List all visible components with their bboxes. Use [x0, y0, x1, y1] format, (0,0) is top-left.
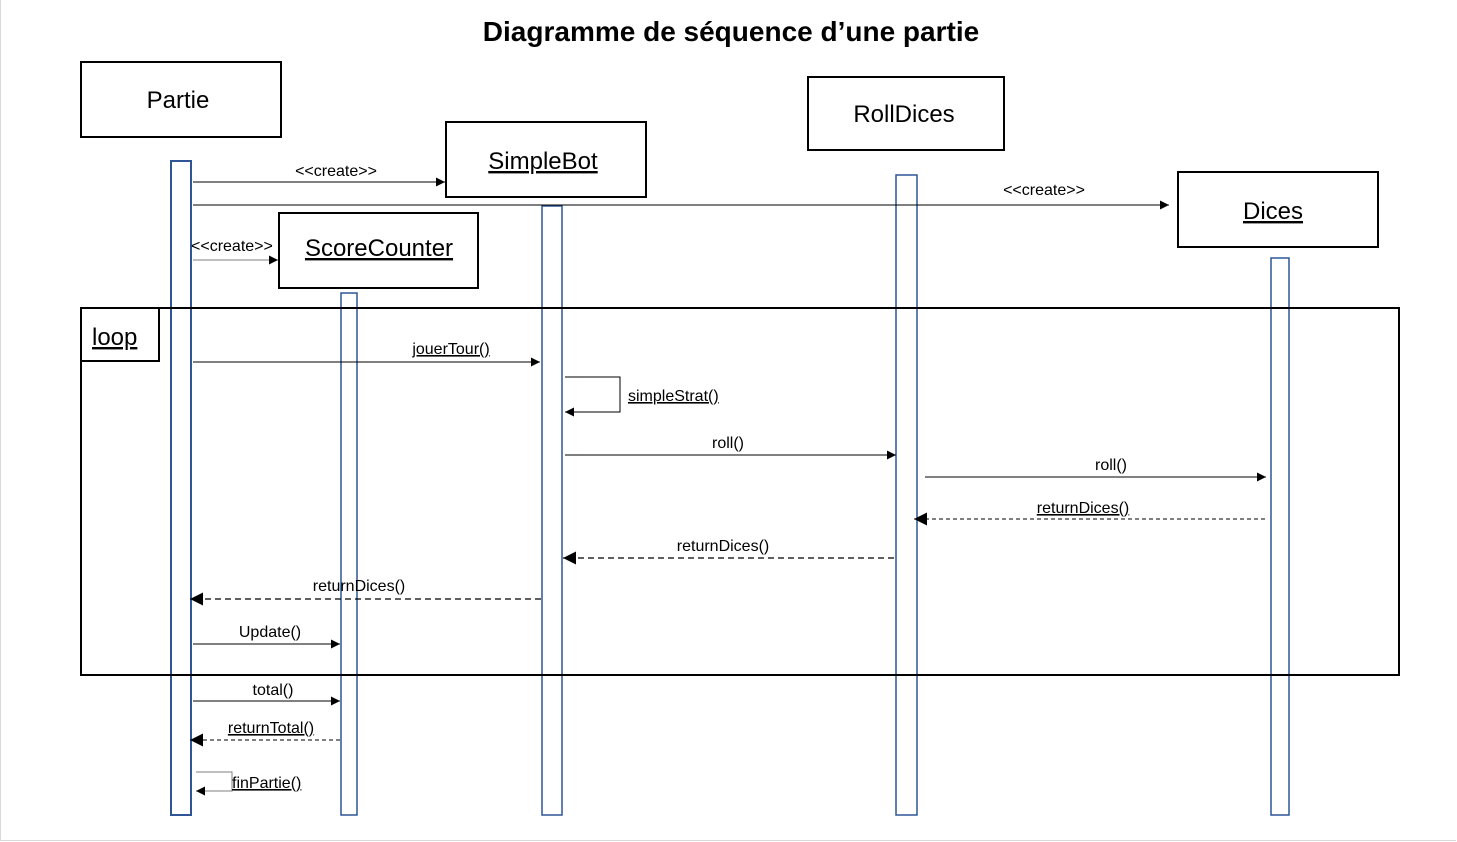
- lifeline-scorecounter: [340, 292, 358, 816]
- loop-label: loop: [92, 324, 137, 351]
- message-create-simplebot-label: <<create>>: [295, 163, 377, 180]
- message-fin-partie: finPartie(): [196, 771, 301, 796]
- participant-dices-label: Dices: [1243, 198, 1303, 225]
- message-create-scorecounter: <<create>>: [191, 238, 278, 265]
- message-roll-1: roll(): [565, 435, 896, 460]
- participant-rolldices: RollDices: [807, 76, 1005, 151]
- message-simple-strat: simpleStrat(): [565, 376, 719, 417]
- loop-fragment: loop: [80, 307, 1400, 676]
- lifeline-dices: [1270, 257, 1290, 816]
- message-update: Update(): [193, 624, 340, 649]
- message-update-label: Update(): [239, 624, 301, 641]
- message-return-dices-1-label: returnDices(): [1037, 500, 1129, 517]
- message-create-dices: <<create>>: [193, 182, 1169, 210]
- participant-dices: Dices: [1177, 171, 1379, 248]
- lifeline-rolldices: [895, 174, 918, 816]
- message-jouer-tour: jouerTour(): [193, 341, 540, 367]
- participant-simplebot-label: SimpleBot: [488, 148, 598, 175]
- lifeline-partie: [170, 160, 192, 816]
- message-total-label: total(): [253, 682, 294, 699]
- participant-simplebot: SimpleBot: [445, 121, 647, 198]
- message-total: total(): [193, 682, 340, 706]
- message-return-dices-2-label: returnDices(): [677, 538, 769, 555]
- message-create-dices-label: <<create>>: [1003, 182, 1085, 199]
- participant-scorecounter: ScoreCounter: [278, 212, 479, 289]
- message-fin-partie-label: finPartie(): [232, 775, 301, 792]
- participant-partie-label: Partie: [147, 87, 210, 114]
- message-return-total-label: returnTotal(): [228, 720, 314, 737]
- lifeline-simplebot: [541, 205, 563, 816]
- message-create-scorecounter-label: <<create>>: [191, 238, 273, 255]
- message-roll-1-label: roll(): [712, 435, 744, 452]
- diagram-title: Diagramme de séquence d’une partie: [483, 16, 979, 47]
- message-return-dices-2: returnDices(): [563, 538, 894, 565]
- participant-rolldices-label: RollDices: [853, 101, 954, 128]
- message-return-total: returnTotal(): [190, 720, 340, 747]
- message-roll-2: roll(): [925, 457, 1266, 482]
- message-roll-2-label: roll(): [1095, 457, 1127, 474]
- message-return-dices-3: returnDices(): [190, 578, 541, 606]
- message-jouer-tour-label: jouerTour(): [411, 341, 489, 358]
- message-return-dices-3-label: returnDices(): [313, 578, 405, 595]
- message-return-dices-1: returnDices(): [914, 500, 1265, 526]
- message-simple-strat-label: simpleStrat(): [628, 388, 719, 405]
- participant-scorecounter-label: ScoreCounter: [305, 235, 453, 262]
- message-create-simplebot: <<create>>: [193, 163, 445, 187]
- participant-partie: Partie: [80, 61, 282, 138]
